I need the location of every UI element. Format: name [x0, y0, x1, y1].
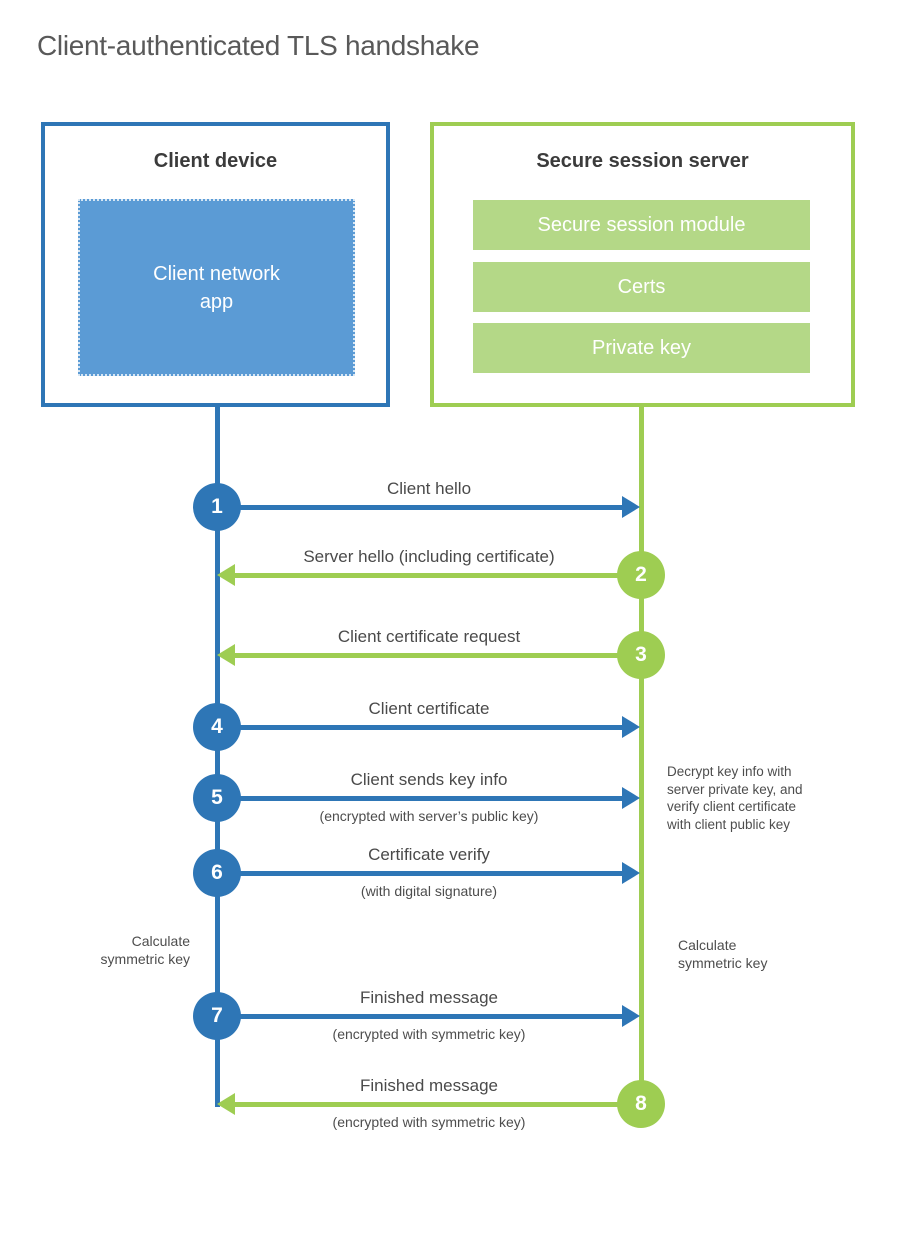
step-5-sublabel: (encrypted with server’s public key) [319, 808, 539, 824]
step-7-sublabel: (encrypted with symmetric key) [332, 1026, 526, 1042]
step-5-arrowhead-right-icon [622, 787, 640, 809]
step-4-badge: 4 [193, 703, 241, 751]
step-3-arrowhead-left-icon [217, 644, 235, 666]
note-calculate-symmetric-key-client: Calculate symmetric key [100, 933, 190, 967]
step-2-badge: 2 [617, 551, 665, 599]
note-calculate-symmetric-key-server: Calculate symmetric key [678, 937, 768, 971]
step-4-arrowhead-right-icon [622, 716, 640, 738]
step-6-label: Certificate verify [368, 845, 490, 864]
secure-session-server-title: Secure session server [536, 150, 749, 172]
step-4-label: Client certificate [368, 699, 490, 718]
step-6-arrowhead-right-icon [622, 862, 640, 884]
step-6-arrow-line [217, 871, 624, 876]
step-4-arrow-line [217, 725, 624, 730]
step-2-arrowhead-left-icon [217, 564, 235, 586]
step-8-arrowhead-left-icon [217, 1093, 235, 1115]
step-1-arrow-line [217, 505, 624, 510]
step-3-arrow-line [233, 653, 641, 658]
step-7-arrow-line [217, 1014, 624, 1019]
step-6-sublabel: (with digital signature) [360, 883, 498, 899]
note-decrypt-key-info: Decrypt key info with server private key… [667, 764, 803, 832]
step-7-badge: 7 [193, 992, 241, 1040]
step-7-label: Finished message [360, 988, 498, 1007]
step-8-label: Finished message [360, 1076, 498, 1095]
client-device-box: Client device Client network app [41, 122, 390, 407]
diagram-title: Client-authenticated TLS handshake [37, 30, 480, 61]
step-3-label: Client certificate request [337, 627, 521, 646]
step-6-badge: 6 [193, 849, 241, 897]
server-module-private-key: Private key [473, 323, 810, 373]
step-1-label: Client hello [386, 479, 472, 498]
step-5-label: Client sends key info [350, 770, 508, 789]
secure-session-server-box: Secure session server Secure session mod… [430, 122, 855, 407]
step-5-arrow-line [217, 796, 624, 801]
step-1-arrowhead-right-icon [622, 496, 640, 518]
client-device-title: Client device [153, 150, 278, 172]
step-8-badge: 8 [617, 1080, 665, 1128]
step-8-arrow-line [233, 1102, 641, 1107]
server-module-secure-session: Secure session module [473, 200, 810, 250]
step-2-arrow-line [233, 573, 641, 578]
client-network-app-box: Client network app [78, 199, 355, 376]
step-3-badge: 3 [617, 631, 665, 679]
step-8-sublabel: (encrypted with symmetric key) [332, 1114, 526, 1130]
client-lifeline [215, 405, 220, 1107]
step-1-badge: 1 [193, 483, 241, 531]
server-lifeline [639, 405, 644, 1105]
step-5-badge: 5 [193, 774, 241, 822]
server-module-certs: Certs [473, 262, 810, 312]
step-7-arrowhead-right-icon [622, 1005, 640, 1027]
step-2-label: Server hello (including certificate) [303, 547, 555, 566]
